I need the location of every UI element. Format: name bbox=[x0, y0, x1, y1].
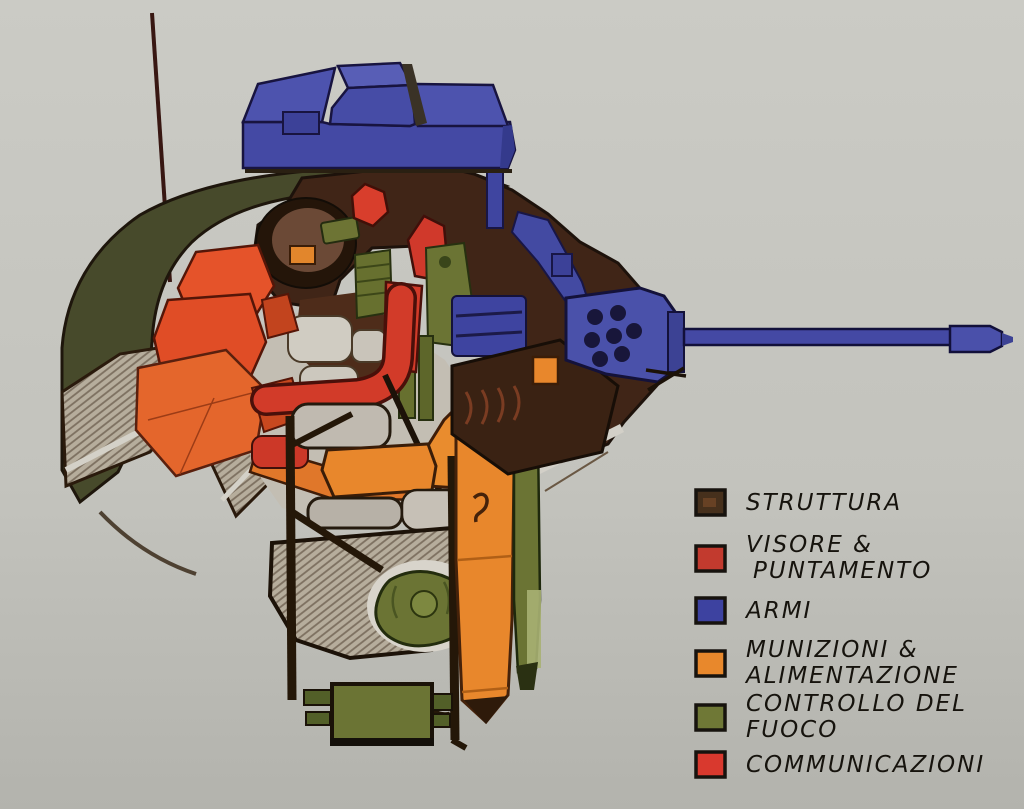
legend-item-armi: ARMI bbox=[694, 596, 812, 625]
roof-weapon-box bbox=[241, 61, 517, 173]
legend-swatch-color bbox=[694, 596, 727, 625]
equipment-pad-1 bbox=[287, 315, 353, 363]
legend-label-line1: COMMUNICAZIONI bbox=[746, 751, 986, 778]
basket-brace-lower bbox=[290, 509, 384, 573]
fire-control-ribs bbox=[356, 263, 391, 297]
housing-hole bbox=[584, 332, 600, 348]
legend-swatch-color bbox=[694, 702, 727, 732]
weapon-box-cupola-top bbox=[336, 61, 415, 90]
chute-facets bbox=[457, 554, 513, 694]
recoil-housing-holes bbox=[584, 305, 642, 367]
barrel-collar bbox=[667, 311, 685, 373]
guard-rail-tip bbox=[516, 662, 538, 690]
ammo-feed-chute bbox=[454, 402, 542, 725]
gun-cradle-blue bbox=[451, 295, 527, 357]
legend-label-line2: FUOCO bbox=[746, 717, 839, 743]
main-gun bbox=[450, 210, 1013, 476]
ready-round-box-orange bbox=[531, 355, 560, 386]
housing-hole bbox=[626, 323, 642, 339]
sight-prism-facets bbox=[147, 391, 257, 475]
legend-label-line1: STRUTTURA bbox=[746, 489, 903, 516]
legend-label-line1: ARMI bbox=[746, 597, 813, 624]
housing-hole bbox=[592, 351, 608, 367]
weapon-box-top-right bbox=[413, 82, 510, 128]
gearbox-base bbox=[330, 738, 434, 746]
legend-item-visore: VISORE & PUNTAMENTO bbox=[694, 532, 932, 584]
legend-swatch-color bbox=[694, 648, 727, 678]
breech-ribs bbox=[464, 385, 521, 425]
legend-label: COMMUNICAZIONI bbox=[746, 752, 985, 778]
legend-label-line1: MUNIZIONI & bbox=[746, 637, 919, 663]
basket-rail-left bbox=[285, 415, 297, 701]
gearbox-foot-left2 bbox=[305, 711, 331, 726]
elevation-rods bbox=[645, 366, 687, 392]
cutaway-edge-line bbox=[544, 451, 609, 492]
legend-label-line1: VISORE & bbox=[746, 532, 873, 558]
legend-item-struttura: STRUTTURA bbox=[694, 488, 902, 517]
fire-control-bar-2 bbox=[418, 335, 434, 421]
legend-swatch-struttura bbox=[694, 488, 727, 517]
weapon-box-side-right bbox=[500, 125, 515, 168]
hatch-orange-box bbox=[289, 245, 316, 265]
turret-basket bbox=[267, 411, 483, 751]
legend-item-communicazioni: COMMUNICAZIONI bbox=[694, 750, 985, 779]
housing-hole bbox=[610, 305, 626, 321]
legend-swatch-color bbox=[694, 543, 727, 573]
motor-hub bbox=[410, 590, 438, 618]
periscope-housing-green bbox=[320, 216, 361, 245]
commander-hatch bbox=[255, 197, 361, 289]
gearbox-foot-right2 bbox=[431, 713, 451, 728]
gun-breech-dark bbox=[450, 338, 620, 476]
gun-cradle-stripes bbox=[455, 310, 523, 338]
muzzle-tip bbox=[1002, 333, 1013, 346]
sight-link-upper bbox=[260, 292, 300, 340]
legend-label: VISORE & PUNTAMENTO bbox=[746, 532, 932, 584]
weapon-box-seam bbox=[402, 64, 427, 126]
legend-item-controllo: CONTROLLO DEL FUOCO bbox=[694, 691, 967, 743]
legend-swatch-munizioni bbox=[694, 648, 727, 678]
motor-ribs bbox=[391, 581, 451, 619]
legend-label-line1: CONTROLLO DEL bbox=[746, 691, 967, 717]
chute-latch bbox=[472, 492, 489, 523]
legend-label-line2: ALIMENTAZIONE bbox=[746, 663, 959, 689]
gearbox-foot-right1 bbox=[431, 693, 453, 711]
legend-swatch-visore bbox=[694, 543, 727, 573]
legend-item-munizioni: MUNIZIONI & ALIMENTAZIONE bbox=[694, 637, 959, 689]
gearbox-assembly bbox=[303, 682, 453, 746]
seat-back bbox=[290, 402, 392, 450]
legend-swatch-communicazioni bbox=[694, 750, 727, 779]
turret-ring-edge bbox=[98, 510, 197, 576]
gearbox-foot-left1 bbox=[303, 689, 333, 706]
legend-label: STRUTTURA bbox=[746, 490, 902, 516]
seat-cushion bbox=[306, 496, 404, 530]
weapon-box-notch bbox=[282, 111, 320, 135]
legend-swatch-controllo bbox=[694, 702, 727, 732]
muzzle-brake bbox=[948, 324, 1004, 354]
basket-brace-upper bbox=[290, 411, 354, 448]
legend-label: ARMI bbox=[746, 598, 812, 624]
gearbox-green bbox=[330, 682, 434, 742]
equipment-pad-2 bbox=[351, 329, 387, 363]
basket-foot bbox=[450, 737, 468, 751]
housing-hole bbox=[614, 346, 630, 362]
guard-rail-pale-strip bbox=[527, 590, 541, 668]
gun-barrel bbox=[682, 327, 954, 347]
legend-swatch-color bbox=[694, 750, 727, 779]
legend-label: MUNIZIONI & ALIMENTAZIONE bbox=[746, 637, 959, 689]
housing-hole bbox=[587, 309, 603, 325]
basket-rail-right bbox=[447, 455, 460, 741]
periscope-head-red bbox=[350, 182, 390, 228]
trunnion-block-blue bbox=[551, 253, 573, 277]
legend-swatch-texture bbox=[703, 498, 716, 507]
legend-label: CONTROLLO DEL FUOCO bbox=[746, 691, 967, 743]
housing-hole bbox=[606, 328, 622, 344]
legend-swatch-armi bbox=[694, 596, 727, 625]
chute-tip-dark bbox=[464, 696, 508, 724]
legend-label-line2: PUNTAMENTO bbox=[753, 558, 933, 584]
fire-control-knob bbox=[439, 256, 451, 268]
